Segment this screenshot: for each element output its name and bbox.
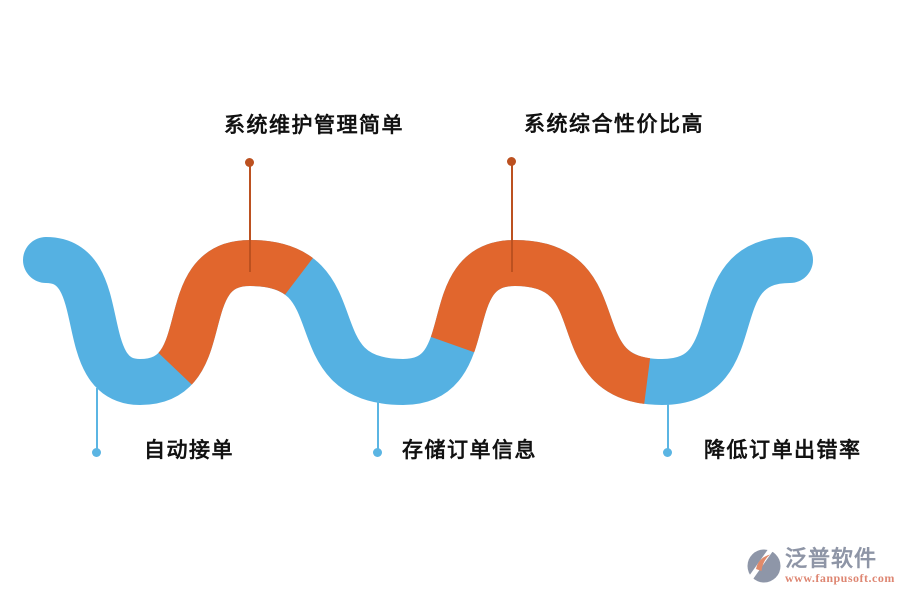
top-feature-label-1: 系统维护管理简单	[224, 114, 404, 137]
bottom-feature-label-2: 存储订单信息	[402, 439, 537, 462]
connector-line-bottom-1	[96, 388, 98, 452]
top-feature-label-2: 系统综合性价比高	[524, 113, 704, 136]
connector-line-top-2	[511, 161, 513, 272]
connector-line-top-1	[249, 162, 251, 272]
connector-line-bottom-2	[377, 400, 379, 452]
connector-dot-bottom-1	[92, 448, 101, 457]
connector-dot-bottom-3	[663, 448, 672, 457]
fanpu-logo-icon	[747, 548, 781, 583]
bottom-feature-label-3: 降低订单出错率	[704, 439, 862, 462]
watermark-brand: 泛普软件	[785, 546, 878, 571]
connector-dot-top-1	[245, 158, 254, 167]
watermark: 泛普软件 www.fanpusoft.com	[746, 548, 895, 584]
wave-ribbon-path	[23, 237, 813, 406]
connector-line-bottom-3	[667, 404, 669, 452]
connector-dot-top-2	[507, 157, 516, 166]
connector-dot-bottom-2	[373, 448, 382, 457]
watermark-url: www.fanpusoft.com	[785, 571, 895, 585]
bottom-feature-label-1: 自动接单	[144, 439, 234, 462]
